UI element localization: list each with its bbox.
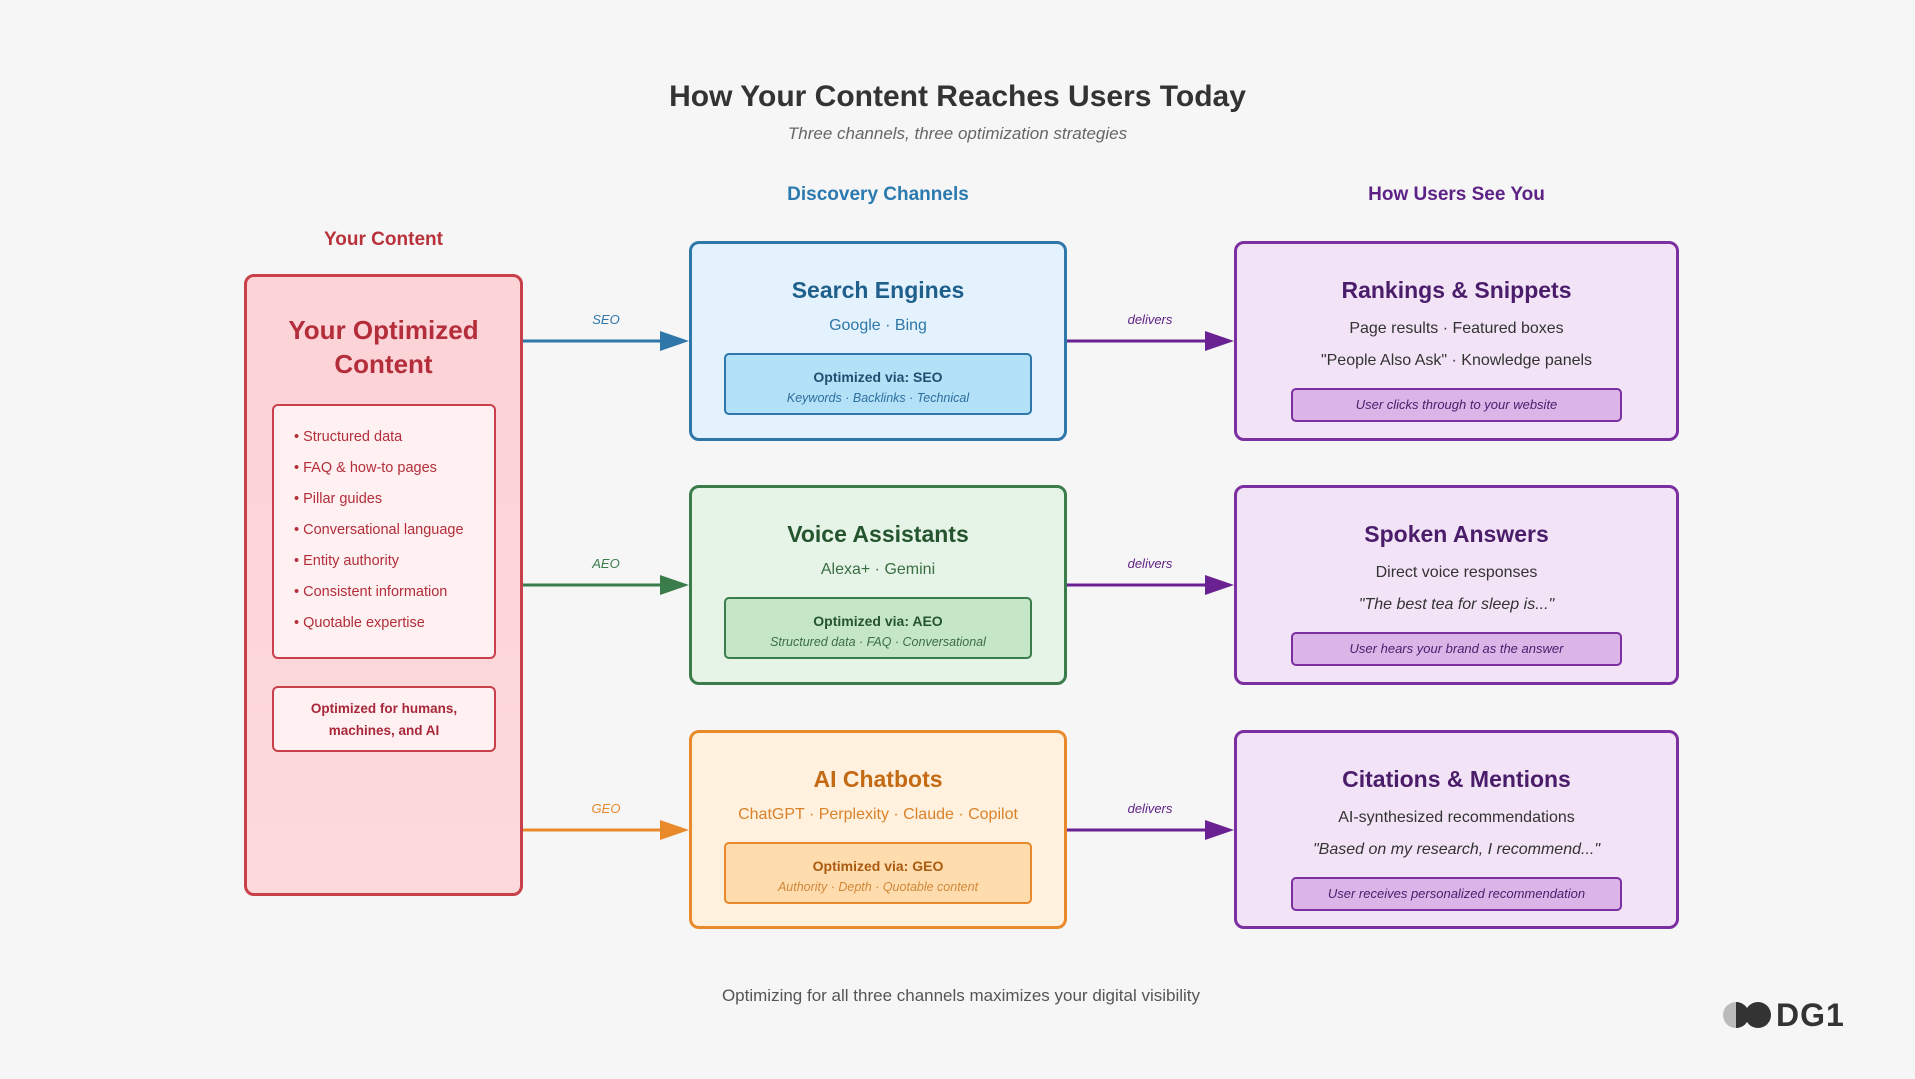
list-item: • Entity authority [294, 553, 400, 569]
channel-title: AI Chatbots [813, 766, 943, 792]
content-title: Your Optimized Content [288, 315, 479, 379]
optimization-tactics: Structured data · FAQ · Conversational [770, 635, 986, 649]
optimization-label: Optimized via: AEO [813, 613, 943, 629]
channel-platforms: Google · Bing [829, 317, 927, 334]
arrow-label-seo: SEO [592, 312, 620, 327]
result-title: Citations & Mentions [1342, 766, 1571, 792]
arrow-seo [523, 331, 689, 351]
channel-platforms: Alexa+ · Gemini [820, 561, 936, 578]
result-title: Rankings & Snippets [1341, 277, 1572, 303]
result-spoken-answers: Spoken Answers Direct voice responses "T… [1234, 485, 1679, 685]
arrow-delivers-2 [1067, 575, 1234, 595]
channel-ai-chatbots: AI Chatbots ChatGPT · Perplexity · Claud… [689, 730, 1067, 929]
result-outcome: User clicks through to your website [1291, 388, 1622, 422]
dg1-logo: DG1 [1722, 996, 1845, 1033]
optimization-tactics: Keywords · Backlinks · Technical [786, 391, 970, 405]
result-title: Spoken Answers [1364, 521, 1549, 547]
content-note: Optimized for humans, machines, and AI [272, 686, 496, 752]
optimization-box: Optimized via: SEO Keywords · Backlinks … [724, 353, 1032, 415]
arrow-delivers-1 [1067, 331, 1234, 351]
result-line-1: Direct voice responses [1375, 564, 1538, 581]
channel-voice-assistants: Voice Assistants Alexa+ · Gemini Optimiz… [689, 485, 1067, 685]
channel-search-engines: Search Engines Google · Bing Optimized v… [689, 241, 1067, 441]
optimized-content-box: Your Optimized Content • Structured data… [244, 274, 523, 896]
result-line-1: AI-synthesized recommendations [1338, 809, 1575, 826]
content-list: • Structured data • FAQ & how-to pages •… [272, 404, 496, 659]
result-line-2: "People Also Ask" · Knowledge panels [1320, 352, 1593, 369]
arrow-label-geo: GEO [591, 801, 621, 816]
list-item: • Conversational language [294, 522, 464, 538]
list-item: • Consistent information [294, 584, 448, 600]
header-your-content: Your Content [324, 229, 443, 250]
result-rankings-snippets: Rankings & Snippets Page results · Featu… [1234, 241, 1679, 441]
page-title: How Your Content Reaches Users Today [669, 80, 1246, 113]
optimization-box: Optimized via: AEO Structured data · FAQ… [724, 597, 1032, 659]
optimization-label: Optimized via: SEO [813, 369, 943, 385]
optimization-box: Optimized via: GEO Authority · Depth · Q… [724, 842, 1032, 904]
arrow-label-delivers: delivers [1127, 801, 1173, 816]
list-item: • FAQ & how-to pages [294, 460, 437, 476]
header-how-users-see-you: How Users See You [1368, 184, 1545, 205]
arrow-delivers-3 [1067, 820, 1234, 840]
optimization-label: Optimized via: GEO [812, 858, 944, 874]
list-item: • Structured data [294, 429, 403, 445]
logo-text: DG1 [1776, 996, 1845, 1033]
logo-mark-icon [1723, 1002, 1771, 1028]
header-discovery-channels: Discovery Channels [787, 184, 969, 205]
result-line-1: Page results · Featured boxes [1349, 320, 1564, 337]
optimization-tactics: Authority · Depth · Quotable content [777, 880, 979, 894]
footer-note: Optimizing for all three channels maximi… [721, 986, 1201, 1005]
list-item: • Pillar guides [294, 491, 383, 507]
list-item: • Quotable expertise [294, 615, 425, 631]
channel-title: Search Engines [791, 277, 965, 303]
arrow-label-delivers: delivers [1127, 312, 1173, 327]
channel-platforms: ChatGPT · Perplexity · Claude · Copilot [738, 806, 1018, 823]
arrow-aeo [523, 575, 689, 595]
result-outcome: User receives personalized recommendatio… [1291, 877, 1622, 911]
result-outcome: User hears your brand as the answer [1291, 632, 1622, 666]
channel-title: Voice Assistants [787, 521, 969, 547]
result-citations-mentions: Citations & Mentions AI-synthesized reco… [1234, 730, 1679, 929]
arrow-label-aeo: AEO [592, 556, 620, 571]
result-line-2: "Based on my research, I recommend..." [1312, 841, 1601, 858]
arrow-geo [523, 820, 689, 840]
arrow-label-delivers: delivers [1127, 556, 1173, 571]
page-subtitle: Three channels, three optimization strat… [787, 124, 1128, 143]
result-line-2: "The best tea for sleep is..." [1358, 596, 1555, 613]
